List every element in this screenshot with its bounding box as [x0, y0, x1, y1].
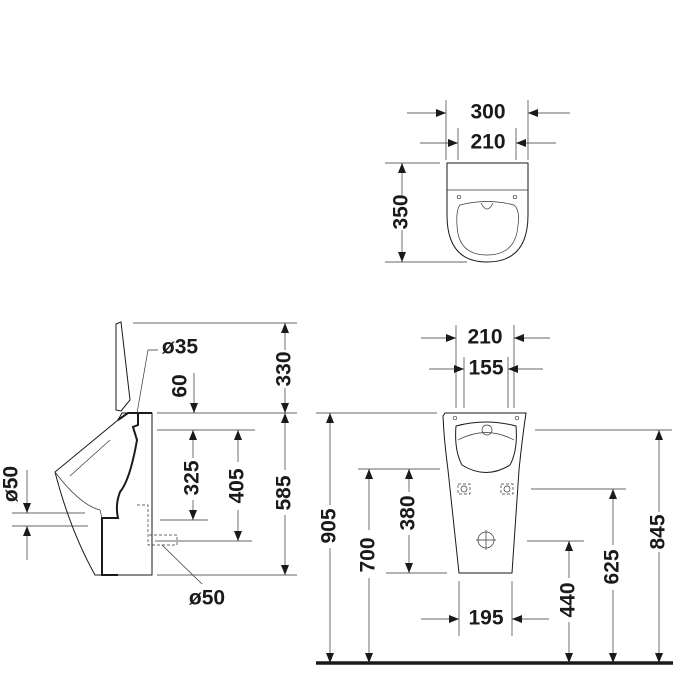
dim-side-outlet-dia-left: ø50	[0, 466, 23, 502]
top-view-outline	[446, 162, 529, 263]
dim-side-405: 405	[226, 468, 249, 503]
dim-front-625: 625	[601, 549, 624, 584]
dim-side-outlet-dia-bottom: ø50	[189, 587, 225, 610]
dim-front-845: 845	[647, 514, 670, 549]
dim-side-lid-height: 330	[273, 351, 296, 386]
front-view-bowl	[455, 421, 517, 473]
dim-front-440: 440	[557, 582, 580, 617]
dim-side-325: 325	[181, 460, 204, 495]
dim-front-905: 905	[318, 508, 341, 543]
dim-front-380: 380	[397, 495, 420, 530]
dim-front-width-top: 210	[467, 326, 502, 349]
dim-side-height: 585	[273, 475, 296, 510]
side-view-lid	[115, 321, 131, 412]
side-view-outline	[54, 412, 153, 576]
dim-top-depth: 350	[390, 194, 413, 229]
top-view-bowl	[456, 201, 519, 256]
dim-top-width-outer: 300	[470, 101, 505, 124]
dim-front-700: 700	[357, 537, 380, 572]
dim-front-width-inner: 155	[468, 357, 503, 380]
side-view: 330 585 60 325 405 ø35 ø50 ø50	[0, 321, 297, 610]
dim-side-inlet-dia: ø35	[162, 336, 199, 359]
top-view: 300 210 350	[385, 100, 570, 263]
dim-top-width-inner: 210	[470, 131, 505, 154]
front-view-outline	[442, 412, 527, 574]
front-view: 210 155 195 905 700 380 440	[316, 325, 673, 665]
dim-front-width-bottom: 195	[468, 607, 503, 630]
dim-side-offset-top: 60	[169, 374, 192, 397]
